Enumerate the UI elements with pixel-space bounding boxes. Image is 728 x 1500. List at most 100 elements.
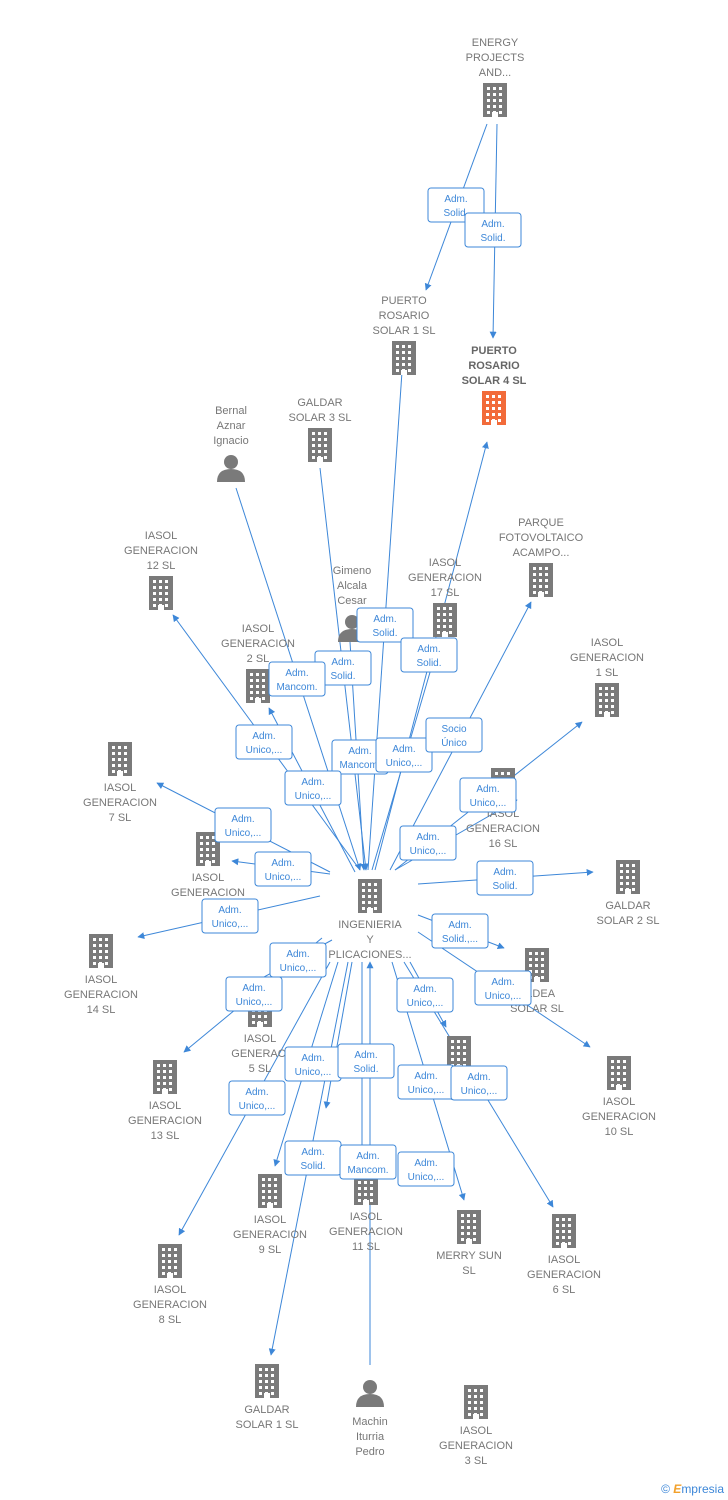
- edge-label-text: Adm.: [491, 977, 514, 988]
- node-label: GENERACION: [171, 887, 245, 899]
- edge-label-center-iasol16[interactable]: Adm.Unico,...: [399, 825, 457, 861]
- edge-label-text: Adm.: [493, 867, 516, 878]
- node-label: Ignacio: [213, 435, 248, 447]
- edge-label-machin-center[interactable]: Adm.Mancom.: [339, 1144, 397, 1180]
- edge-label-center-iasol4[interactable]: Adm.Unico,...: [396, 977, 454, 1013]
- edge-label-center-aldea[interactable]: Adm.Solid.,...: [431, 913, 489, 949]
- brand-logo-initial: E: [673, 1482, 682, 1496]
- node-label: IASOL: [429, 557, 461, 569]
- node-energy[interactable]: ENERGYPROJECTSAND...: [466, 37, 525, 117]
- node-label: GENERACION: [83, 797, 157, 809]
- node-label: ROSARIO: [379, 310, 430, 322]
- edge-label-center-iasol5[interactable]: Adm.Unico,...: [269, 942, 327, 978]
- edge-label-text: Unico,...: [236, 997, 273, 1008]
- node-label: PARQUE: [518, 517, 564, 529]
- edge-label-energy-pr4[interactable]: Adm. Solid.: [464, 212, 522, 248]
- edge-label-center-iasol17[interactable]: Adm.Unico,...: [375, 737, 433, 773]
- edge-label-center-iasol2[interactable]: Adm.Unico,...: [284, 770, 342, 806]
- node-label: 10 SL: [605, 1126, 634, 1138]
- edge-label-text: Unico,...: [280, 963, 317, 974]
- edge-label-center-iasol13[interactable]: Adm.Unico,...: [225, 976, 283, 1012]
- edge-label-center-merry[interactable]: Adm.Solid.: [337, 1043, 395, 1079]
- edge-label-galdar3-center[interactable]: Adm.Mancom.: [268, 661, 326, 697]
- edge-label-text: Solid.: [353, 1064, 378, 1075]
- edge-label-text: Mancom.: [339, 760, 380, 771]
- edge-label-center-galdar1[interactable]: Adm.Solid.: [284, 1140, 342, 1176]
- node-label: ENERGY: [472, 37, 519, 49]
- building-icon: [607, 1056, 631, 1090]
- edge-label-center-iasol12[interactable]: Adm.Unico,...: [235, 724, 293, 760]
- edge-label-center-iasol14[interactable]: Adm.Unico,...: [201, 898, 259, 934]
- node-label: 17 SL: [431, 587, 460, 599]
- edge-label-text: Adm.: [413, 984, 436, 995]
- edge-label-text: Adm.: [373, 614, 396, 625]
- node-label: GENERACION: [124, 545, 198, 557]
- node-label: GALDAR: [297, 397, 342, 409]
- edge-label-center-iasol10[interactable]: Adm.Unico,...: [474, 970, 532, 1006]
- edge-label-text: Adm.: [414, 1158, 437, 1169]
- building-icon: [464, 1385, 488, 1419]
- edge-label-center-iasol1[interactable]: Adm.Unico,...: [459, 777, 517, 813]
- edge-label-center-pr4[interactable]: Adm.Solid.: [400, 637, 458, 673]
- edge-label-text: Adm.: [348, 746, 371, 757]
- edge-label-center-iasol8[interactable]: Adm.Unico,...: [450, 1065, 508, 1101]
- node-parque[interactable]: PARQUEFOTOVOLTAICOACAMPO...: [499, 517, 584, 597]
- brand-logo-text: mpresia: [681, 1482, 724, 1496]
- node-label: GALDAR: [605, 900, 650, 912]
- node-center[interactable]: INGENIERIAYPLICACIONES...: [328, 879, 412, 961]
- node-label: Pedro: [355, 1446, 384, 1458]
- building-icon: [457, 1210, 481, 1244]
- node-label: Iturria: [356, 1431, 385, 1443]
- edge-label-center-iasol9[interactable]: Adm.Unico,...: [228, 1080, 286, 1116]
- node-label: IASOL: [104, 782, 136, 794]
- edge-label-text: Adm.: [481, 219, 504, 230]
- edge-label-text: Adm.: [218, 905, 241, 916]
- edge-label-text: Adm.: [245, 1087, 268, 1098]
- node-label: PUERTO: [471, 345, 517, 357]
- edge-label-gimeno-center[interactable]: Adm. Solid.: [356, 607, 414, 643]
- building-icon: [308, 428, 332, 462]
- node-label: GENERACION: [466, 823, 540, 835]
- edge-label-center-iasol6[interactable]: Adm.Unico,...: [397, 1064, 455, 1100]
- edge-label-center-iasol7[interactable]: Adm.Unico,...: [214, 807, 272, 843]
- edge-label-text: Solid.: [480, 233, 505, 244]
- edge-label-text: Unico,...: [408, 1172, 445, 1183]
- building-icon: [552, 1214, 576, 1248]
- node-label: 14 SL: [87, 1004, 116, 1016]
- building-icon: [433, 603, 457, 637]
- edge-label-center-galdar2[interactable]: Adm.Solid.: [476, 860, 534, 896]
- node-label: GENERACION: [133, 1299, 207, 1311]
- edge-label-text: Solid.: [372, 628, 397, 639]
- node-label: Gimeno: [333, 565, 372, 577]
- edge-label-center-iasol3[interactable]: Adm. Unico,...: [397, 1151, 455, 1187]
- node-label: IASOL: [145, 530, 177, 542]
- edge-label-center-iasol11[interactable]: Adm.Unico,...: [284, 1046, 342, 1082]
- node-label: GENERACION: [233, 1229, 307, 1241]
- edge-label-text: Unico,...: [410, 846, 447, 857]
- edge-label-center-iasol15[interactable]: Adm.Unico,...: [254, 851, 312, 887]
